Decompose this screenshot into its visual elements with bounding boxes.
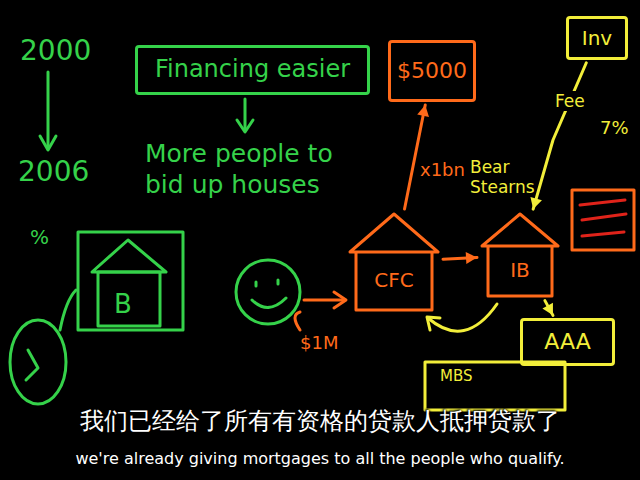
tranche-scribble <box>580 200 626 236</box>
house-letter: B <box>114 290 132 320</box>
house-body <box>98 272 160 326</box>
house-outline <box>348 212 440 312</box>
amount-label: $1M <box>300 333 338 354</box>
mbs-label: MBS <box>440 368 473 385</box>
payment-box: $5000 <box>388 40 476 102</box>
rating-box: AAA <box>520 318 615 366</box>
connector <box>405 105 426 209</box>
node-text: Inv <box>582 27 612 50</box>
arrow-head <box>40 136 56 150</box>
tranche-box <box>572 190 634 250</box>
subtitle-chinese: 我们已经给了所有有资格的贷款人抵押贷款了 <box>0 408 640 436</box>
year-label: 2000 <box>20 35 91 67</box>
connector <box>533 63 586 209</box>
investor-box: Inv <box>566 16 628 60</box>
amount-label: x1bn <box>420 160 465 181</box>
node-text: IB <box>480 259 560 282</box>
arrow-head <box>530 197 542 209</box>
buyer-mark <box>26 350 38 380</box>
buyer-oval <box>10 320 66 404</box>
smiley-mouth <box>252 298 286 308</box>
house-frame <box>78 232 183 330</box>
house-roof <box>92 240 166 272</box>
arrow-head <box>237 120 253 132</box>
rate-label: 7% <box>600 118 629 139</box>
year-label: 2006 <box>18 156 89 188</box>
smiley-eyes <box>256 280 278 286</box>
house-shape <box>350 214 438 310</box>
arrow-head <box>417 105 429 117</box>
payment-curve <box>428 304 497 331</box>
node-text: CFC <box>348 269 440 292</box>
mbs-box <box>425 362 565 410</box>
house-shape <box>482 214 558 296</box>
arrow-head <box>542 303 553 316</box>
bank-name: Bear Stearns <box>470 158 546 197</box>
arrow-head <box>466 252 477 264</box>
node-text: AAA <box>544 329 590 354</box>
lender-house: CFC <box>348 212 440 312</box>
bank-house: IB <box>480 212 560 298</box>
arrow-head <box>427 317 440 330</box>
rate-label: % <box>30 226 49 249</box>
note-text: More people to bid up houses <box>145 138 370 201</box>
idea-box: Financing easier <box>135 45 370 95</box>
subtitle-english: we're already giving mortgages to all th… <box>0 450 640 468</box>
node-text: $5000 <box>397 58 467 83</box>
time-arrow <box>47 72 50 148</box>
node-text: Financing easier <box>155 56 350 84</box>
money-arrow <box>295 312 300 330</box>
down-arrow <box>244 99 247 130</box>
arrow-head <box>334 292 346 308</box>
loan-arrow <box>304 299 344 302</box>
smiley-face <box>236 260 300 324</box>
buy-arrow <box>60 290 76 330</box>
edge-label: Fee <box>553 91 587 111</box>
house-outline <box>480 212 560 298</box>
